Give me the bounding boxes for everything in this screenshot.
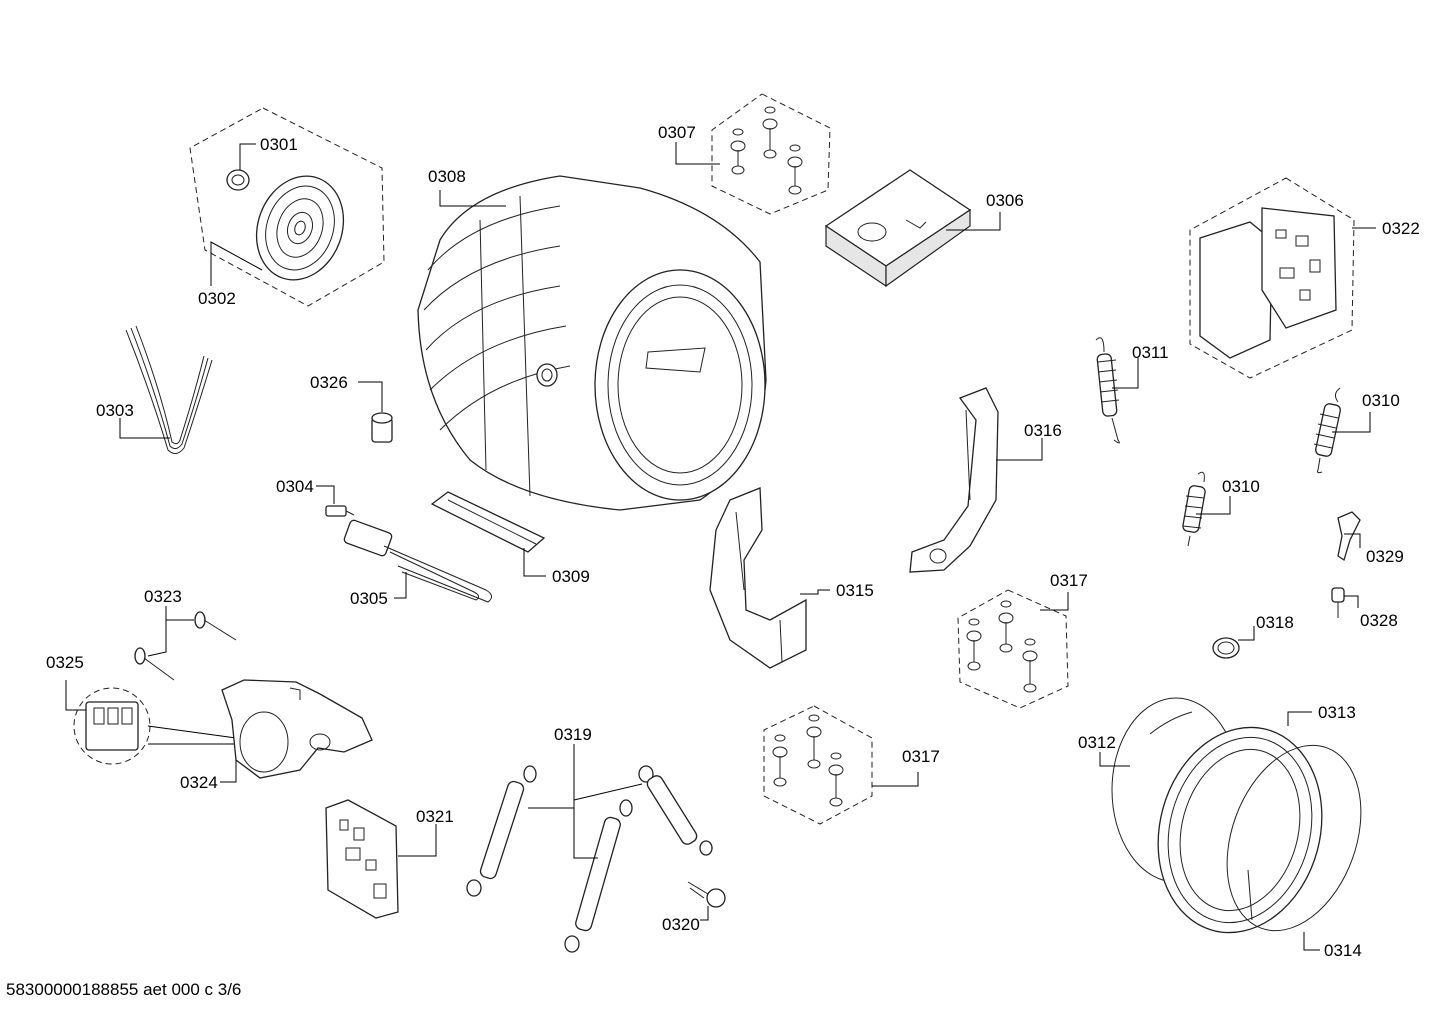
door-seal-group: 0312 0313 0314 (1078, 697, 1362, 960)
power-module-part: 0321 (325, 799, 454, 919)
shock-absorber-group: 0319 0320 (466, 725, 726, 953)
label-0313: 0313 (1318, 703, 1356, 722)
tub-part: 0308 (417, 167, 767, 511)
label-0305: 0305 (350, 589, 388, 608)
label-0321: 0321 (416, 807, 454, 826)
screw-kit-top: 0307 (658, 93, 831, 215)
shock-absorber-1-part (466, 765, 537, 897)
label-0318: 0318 (1256, 613, 1294, 632)
screw-kit-lower: 0317 (763, 705, 940, 825)
springs-group: 0311 0310 0310 (1095, 337, 1400, 547)
label-0325: 0325 (46, 653, 84, 672)
screw-kit-middle: 0317 (957, 571, 1088, 709)
screw-0320-part (687, 881, 726, 908)
drive-belt-part: 0303 (96, 325, 213, 454)
spring-0310b-part (1182, 471, 1206, 547)
hose-clamp-part: 0318 (1212, 613, 1294, 659)
cover-plate-part: 0306 (824, 169, 1024, 288)
screw-0323a-part (194, 611, 237, 641)
counterweight-left-part: 0315 (709, 487, 874, 669)
drum-paddle-part: 0309 (430, 491, 590, 586)
clip-0329-part (1337, 511, 1361, 562)
label-0316: 0316 (1024, 421, 1062, 440)
motor-connector-detail (73, 687, 151, 765)
label-0323: 0323 (144, 587, 182, 606)
door-seal-part (1157, 726, 1323, 934)
label-0309: 0309 (552, 567, 590, 586)
counterweight-right-part: 0316 (909, 387, 1062, 573)
label-0310-upper: 0310 (1362, 391, 1400, 410)
label-0319: 0319 (554, 725, 592, 744)
label-0317-lower: 0317 (902, 747, 940, 766)
small-parts-right: 0329 0328 (1331, 511, 1404, 630)
label-0315: 0315 (836, 581, 874, 600)
label-0308: 0308 (428, 167, 466, 186)
screw-0323b-part (134, 647, 175, 681)
control-module-part: 0322 (1189, 177, 1420, 379)
label-0302: 0302 (198, 289, 236, 308)
label-0314: 0314 (1324, 941, 1362, 960)
spring-0310a-part (1313, 387, 1341, 474)
pulley-group: 0301 0302 (189, 107, 385, 308)
label-0310-lower: 0310 (1222, 477, 1260, 496)
label-0317-upper: 0317 (1050, 571, 1088, 590)
label-0329: 0329 (1366, 547, 1404, 566)
label-0320: 0320 (662, 915, 700, 934)
label-0312: 0312 (1078, 733, 1116, 752)
label-0304: 0304 (276, 477, 314, 496)
label-0307: 0307 (658, 123, 696, 142)
pulley-nut-part (226, 169, 250, 191)
motor-group: 0323 0325 0324 (46, 587, 373, 792)
heater-group: 0304 0305 (276, 477, 492, 608)
clamp-ring-part (1226, 744, 1362, 932)
spring-0311-part (1095, 337, 1120, 444)
heater-element-part (343, 519, 492, 603)
label-0328: 0328 (1360, 611, 1398, 630)
sensor-part: 0326 (310, 373, 393, 443)
label-0322: 0322 (1382, 219, 1420, 238)
label-0301: 0301 (260, 135, 298, 154)
label-0326: 0326 (310, 373, 348, 392)
label-0303: 0303 (96, 401, 134, 420)
drawing-reference: 58300000188855 aet 000 c 3/6 (6, 980, 242, 999)
bolt-0328-part (1331, 587, 1345, 618)
shock-absorber-3-part (638, 765, 713, 856)
label-0306: 0306 (986, 191, 1024, 210)
shock-absorber-2-part (564, 799, 633, 953)
label-0324: 0324 (180, 773, 218, 792)
motor-part (221, 679, 373, 779)
label-0311: 0311 (1132, 343, 1169, 362)
pulley-part (255, 175, 345, 281)
ntc-sensor-part (325, 505, 355, 517)
